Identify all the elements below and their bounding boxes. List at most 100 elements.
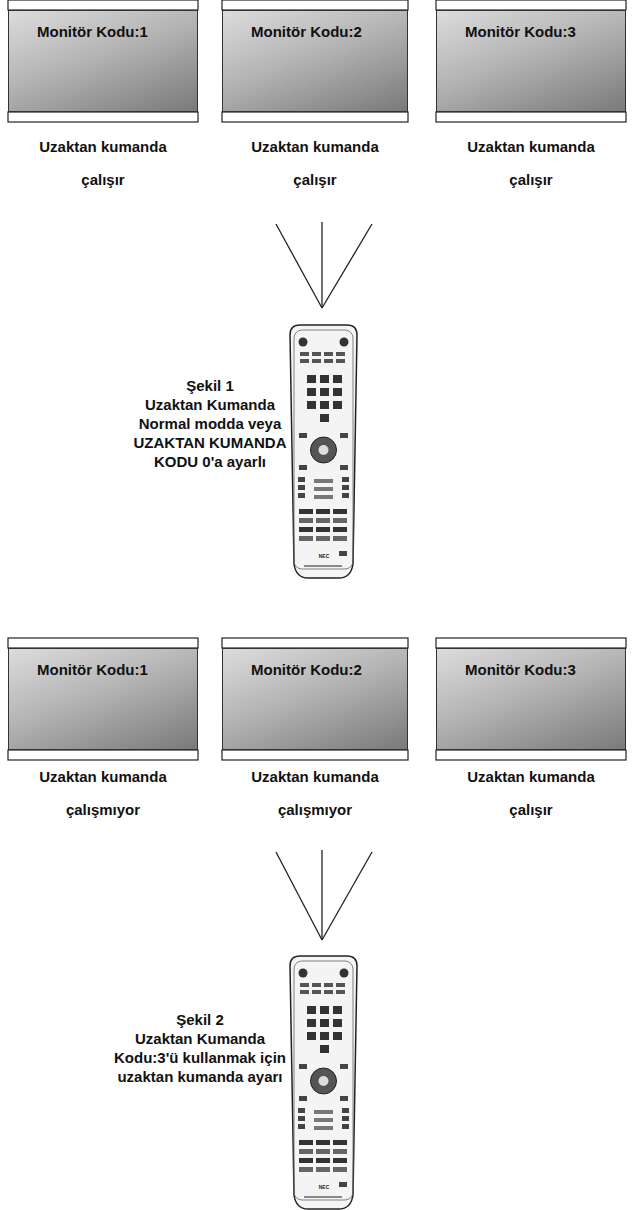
number-key xyxy=(307,388,316,396)
button xyxy=(312,352,321,356)
button xyxy=(314,487,333,491)
power-button xyxy=(299,969,308,978)
number-key xyxy=(333,1032,342,1040)
number-key xyxy=(333,1006,342,1014)
button xyxy=(342,1124,349,1129)
button xyxy=(298,485,305,490)
button xyxy=(300,352,309,356)
button xyxy=(298,493,305,498)
button xyxy=(324,983,333,987)
number-key xyxy=(320,375,329,383)
figure-caption: Uzaktan Kumanda Normal modda veya UZAKTA… xyxy=(130,395,290,471)
status-text: Uzaktan kumanda çalışır xyxy=(28,130,178,196)
button xyxy=(312,983,321,987)
monitor-bezel xyxy=(436,638,626,648)
power-button xyxy=(299,338,308,347)
button xyxy=(333,1158,347,1163)
monitor-bezel xyxy=(8,638,198,648)
monitor-bezel xyxy=(436,112,626,122)
brand-mark: NEC xyxy=(309,553,339,559)
monitor-bezel xyxy=(8,0,198,10)
button xyxy=(299,1140,313,1145)
button xyxy=(342,493,349,498)
button xyxy=(299,1158,313,1163)
monitor-code: Monitör Kodu:2 xyxy=(251,23,362,40)
number-key xyxy=(320,388,329,396)
remote-body xyxy=(290,325,357,578)
monitor-code: Monitör Kodu:3 xyxy=(465,23,576,40)
button xyxy=(316,1149,330,1154)
monitor-frames xyxy=(8,0,626,760)
button xyxy=(324,352,333,356)
button xyxy=(336,352,345,356)
button xyxy=(299,433,307,438)
button xyxy=(299,536,313,541)
number-key xyxy=(333,388,342,396)
button xyxy=(340,465,348,470)
button xyxy=(342,1116,349,1121)
nav-pad xyxy=(311,1068,337,1094)
status-text: Uzaktan kumanda çalışır xyxy=(240,130,390,196)
button xyxy=(324,359,333,363)
button xyxy=(336,990,345,994)
button xyxy=(314,495,333,499)
figure-number: Şekil 1 xyxy=(130,376,290,395)
button xyxy=(342,485,349,490)
button xyxy=(339,1182,347,1187)
button xyxy=(340,1096,348,1101)
button xyxy=(299,1167,313,1172)
button xyxy=(312,359,321,363)
monitor-screen: Monitör Kodu:1 xyxy=(8,10,198,112)
button xyxy=(333,1140,347,1145)
button xyxy=(324,990,333,994)
button xyxy=(298,477,305,482)
model-strip xyxy=(304,565,342,567)
number-key xyxy=(320,414,329,422)
monitor-code: Monitör Kodu:3 xyxy=(465,661,576,678)
button xyxy=(314,1126,333,1130)
monitor-screen: Monitör Kodu:2 xyxy=(222,648,408,750)
number-key xyxy=(333,1019,342,1027)
button xyxy=(316,1140,330,1145)
button xyxy=(299,1096,307,1101)
monitor-code: Monitör Kodu:1 xyxy=(37,661,148,678)
status-text: Uzaktan kumanda çalışmıyor xyxy=(240,760,390,826)
number-key xyxy=(333,401,342,409)
nav-center xyxy=(319,445,329,455)
remote-control xyxy=(290,325,357,578)
nav-pad xyxy=(311,437,337,463)
number-key xyxy=(320,1006,329,1014)
button xyxy=(299,527,313,532)
button xyxy=(299,518,313,523)
monitor-bezel xyxy=(222,638,408,648)
monitor-bezel xyxy=(222,0,408,10)
button xyxy=(333,509,347,514)
monitor-screen: Monitör Kodu:2 xyxy=(222,10,408,112)
button xyxy=(300,983,309,987)
number-key xyxy=(307,401,316,409)
button xyxy=(336,359,345,363)
number-key xyxy=(320,1019,329,1027)
monitor-code: Monitör Kodu:1 xyxy=(37,23,148,40)
button xyxy=(298,1108,305,1113)
model-strip xyxy=(304,1196,342,1198)
number-key xyxy=(320,1032,329,1040)
button xyxy=(314,1118,333,1122)
remote-panel xyxy=(294,330,353,569)
monitor-bezel xyxy=(8,750,198,760)
number-key xyxy=(307,1006,316,1014)
monitor-screen: Monitör Kodu:3 xyxy=(436,648,626,750)
figure-number: Şekil 2 xyxy=(110,1010,290,1029)
button xyxy=(333,1149,347,1154)
button xyxy=(316,527,330,532)
monitor-bezel xyxy=(436,0,626,10)
button xyxy=(316,1158,330,1163)
number-key xyxy=(307,1032,316,1040)
remote-panel xyxy=(294,961,353,1200)
button xyxy=(339,551,347,556)
button xyxy=(316,509,330,514)
brand-mark: NEC xyxy=(309,1184,339,1190)
button xyxy=(298,1116,305,1121)
number-key xyxy=(307,375,316,383)
power-button xyxy=(340,969,349,978)
